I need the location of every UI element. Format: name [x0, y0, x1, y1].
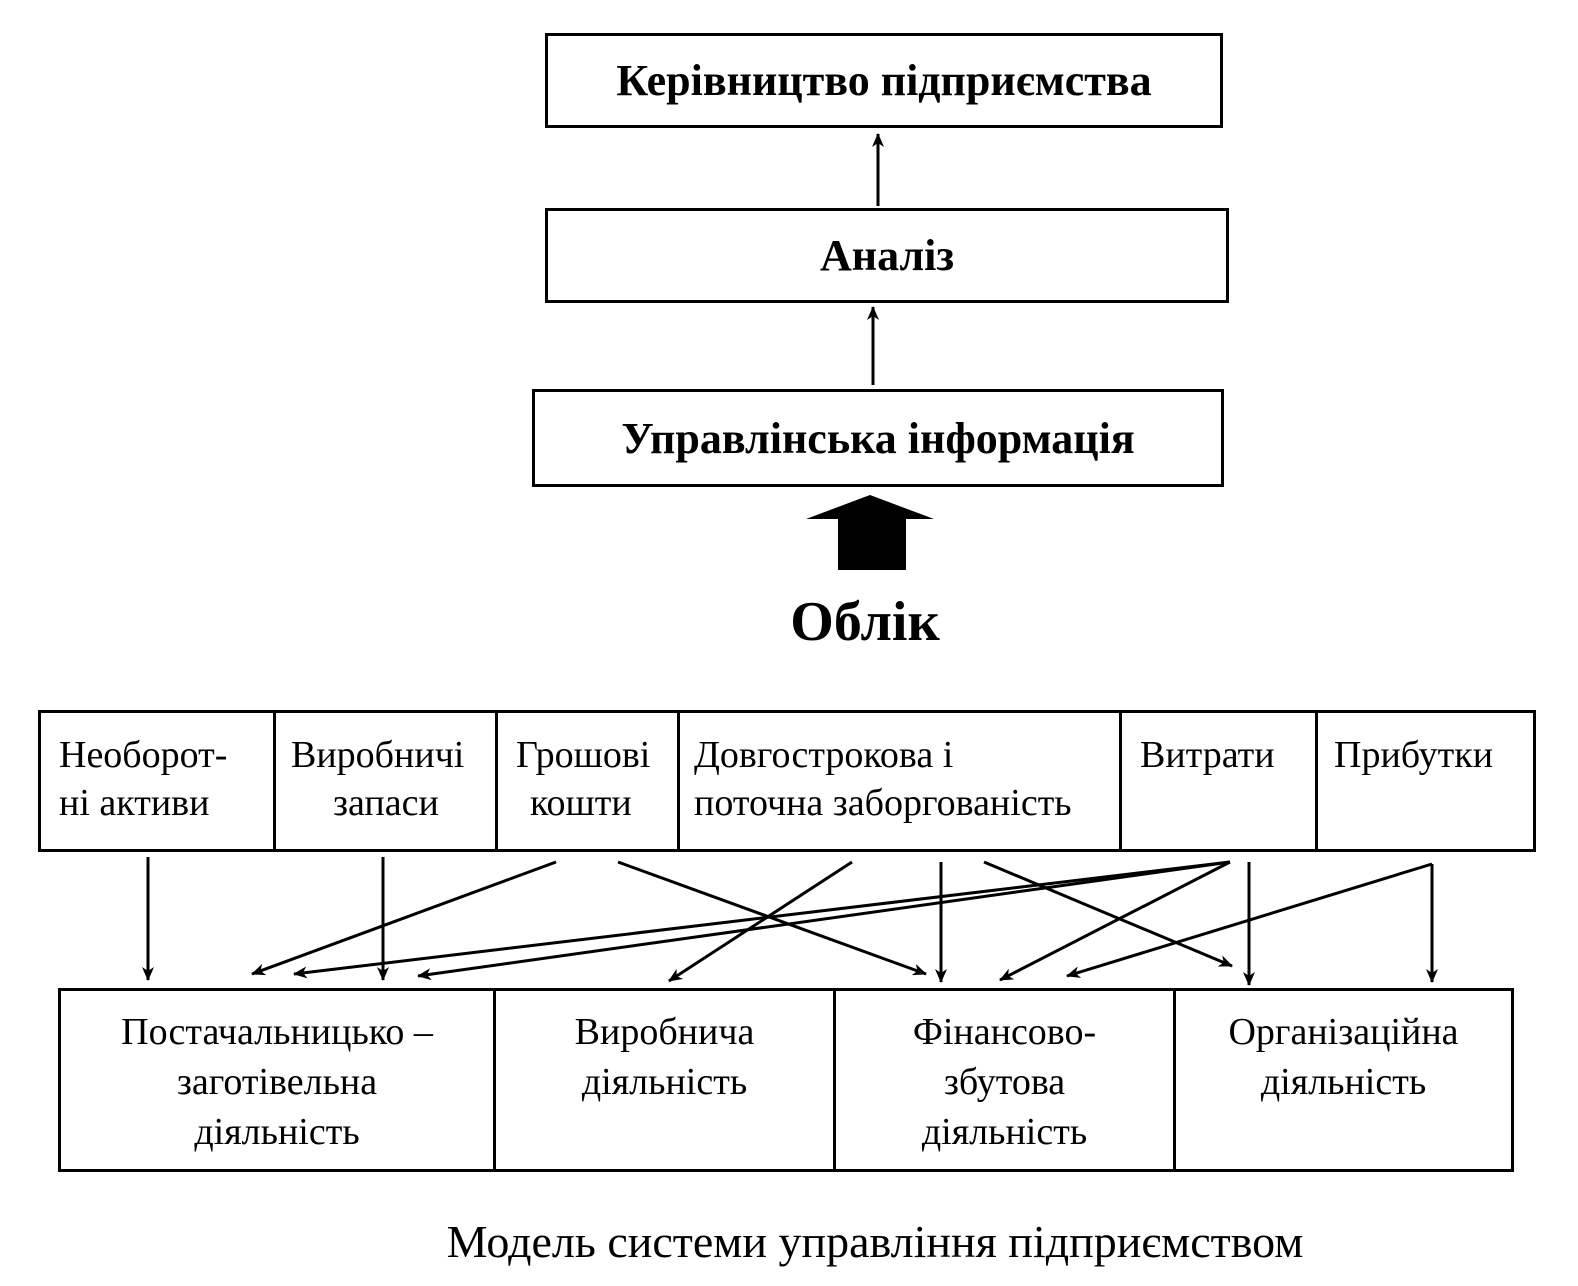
category-cash: Грошові кошти: [498, 710, 680, 852]
arrow-line: [983, 860, 1233, 968]
arrow-line: [999, 860, 1231, 982]
category-line: запаси: [333, 782, 439, 824]
mgmt-info-box: Управлінська інформація: [532, 389, 1224, 487]
arrow-line: [417, 860, 1231, 981]
management-label: Керівництво підприємства: [616, 56, 1152, 105]
activity-line: Організаційна: [1228, 1011, 1459, 1053]
category-production-stocks: Виробничі запаси: [276, 710, 498, 852]
activity-line: заготівельна: [176, 1061, 378, 1103]
activity-finance-sales: Фінансово- збутова діяльність: [836, 988, 1176, 1172]
accounting-label: Облік: [790, 591, 940, 653]
activity-line: діяльність: [1260, 1061, 1427, 1103]
activity-line: Фінансово-: [912, 1011, 1097, 1053]
activity-line: діяльність: [194, 1111, 360, 1153]
activity-line: Виробнича: [574, 1011, 755, 1053]
category-line: Витрати: [1140, 734, 1275, 776]
diagram-caption: Модель системи управління підприємством: [446, 1216, 1304, 1267]
category-line: Виробничі: [291, 734, 465, 776]
arrow-line: [1066, 862, 1433, 978]
category-line: поточна заборгованість: [694, 782, 1072, 824]
category-receivables-payables: Довгострокова і поточна заборгованість: [680, 710, 1122, 852]
category-noncurrent-assets: Необорот- ні активи: [38, 710, 276, 852]
thick-up-arrow-icon: [806, 495, 934, 570]
category-line: Прибутки: [1334, 734, 1494, 776]
arrow-line: [668, 860, 853, 983]
category-line: Довгострокова і: [694, 734, 954, 776]
mgmt-info-label: Управлінська інформація: [621, 413, 1135, 463]
activity-line: діяльність: [581, 1061, 748, 1103]
activity-line: збутова: [943, 1061, 1066, 1103]
analysis-box: Аналіз: [545, 208, 1229, 303]
activity-supply-procurement: Постачальницько – заготівельна діяльніст…: [58, 988, 496, 1172]
activity-line: Постачальницько –: [121, 1011, 433, 1053]
management-box: Керівництво підприємства: [545, 33, 1223, 128]
activity-organizational: Організаційна діяльність: [1176, 988, 1514, 1172]
category-profits: Прибутки: [1318, 710, 1536, 852]
arrow-line: [293, 860, 1231, 979]
arrow-line: [251, 860, 557, 976]
activity-line: діяльність: [921, 1111, 1088, 1153]
analysis-label: Аналіз: [819, 231, 955, 280]
category-expenses: Витрати: [1122, 710, 1318, 852]
category-line: кошти: [530, 782, 632, 824]
category-line: Необорот-: [59, 734, 228, 776]
category-line: ні активи: [59, 782, 210, 824]
activity-production: Виробнича діяльність: [496, 988, 836, 1172]
category-line: Грошові: [516, 734, 651, 776]
